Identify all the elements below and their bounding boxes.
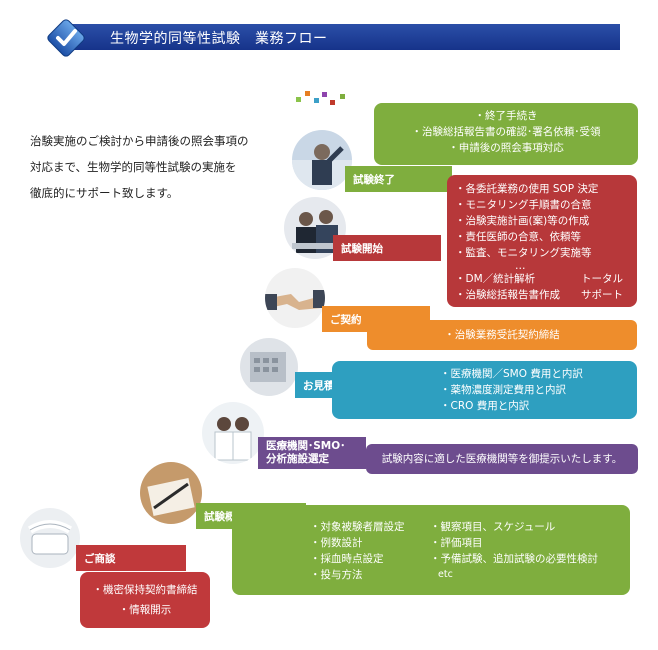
box-negotiation-details: ・機密保持契約書締結 ・情報開示 <box>80 572 210 628</box>
detail-item: ・観察項目、スケジュール <box>430 521 556 533</box>
detail-item: ・監査、モニタリング実施等 <box>455 247 592 259</box>
intro-line: 対応まで、生物学的同等性試験の実施を <box>30 160 237 174</box>
detail-item: ・モニタリング手順書の合意 <box>455 199 592 211</box>
etc-label: etc <box>438 569 453 580</box>
stage-label: 試験終了 <box>353 173 395 186</box>
stage-label: ご契約 <box>330 313 362 326</box>
detail-item: ・DM／統計解析 <box>455 273 536 285</box>
box-trial-start-details: ・各委託業務の使用 SOP 決定 ・モニタリング手順書の合意 ・治験実施計画(案… <box>447 175 637 307</box>
detail-item: ・情報開示 <box>118 604 172 616</box>
detail-item: 試験内容に適した医療機関等を御提示いたします。 <box>381 453 623 465</box>
stage-negotiation: ご商談 <box>76 545 186 571</box>
telephone-photo <box>20 508 80 568</box>
detail-item: ・例数設計 <box>310 537 363 549</box>
detail-item: ・評価項目 <box>430 537 483 549</box>
intro-text: 治験実施のご検討から申請後の照会事項の 対応まで、生物学的同等性試験の実施を 徹… <box>30 128 280 206</box>
detail-item: ・対象被験者層設定 <box>310 521 405 533</box>
handshake-photo <box>265 268 325 328</box>
detail-item: ・機密保持契約書締結 <box>92 584 198 596</box>
nurses-photo <box>202 402 264 464</box>
stage-label: 分析施設選定 <box>266 453 329 465</box>
detail-item: ・各委託業務の使用 SOP 決定 <box>455 183 599 195</box>
ellipsis: … <box>515 260 526 272</box>
box-site-selection-details: 試験内容に適した医療機関等を御提示いたします。 <box>366 444 638 474</box>
box-trial-end-details: ・終了手続き ・治験総括報告書の確認･署名依頼･受領 ・申請後の照会事項対応 <box>374 103 638 165</box>
detail-item: ・医療機関／SMO 費用と内訳 <box>440 368 583 380</box>
calculator-photo <box>240 338 298 396</box>
stage-site-selection: 医療機関･SMO･ 分析施設選定 <box>258 437 366 469</box>
stage-label: 試験開始 <box>341 242 383 255</box>
box-protocol-summary-details: ・対象被験者層設定 ・例数設計 ・採血時点設定 ・投与方法 ・観察項目、スケジュ… <box>232 505 630 595</box>
stage-trial-end: 試験終了 <box>345 166 452 192</box>
stage-label: 医療機関･SMO･ <box>266 440 346 452</box>
total-support-label: トータル <box>581 273 623 285</box>
detail-item: ・投与方法 <box>310 569 363 581</box>
intro-line: 徹底的にサポート致します。 <box>30 186 179 200</box>
detail-item: ・終了手続き <box>474 110 538 122</box>
header-bar <box>64 24 620 50</box>
intro-line: 治験実施のご検討から申請後の照会事項の <box>30 134 249 148</box>
detail-item: ・治験総括報告書の確認･署名依頼･受領 <box>411 126 601 138</box>
detail-item: ・責任医師の合意、依頼等 <box>455 231 581 243</box>
detail-item: ・採血時点設定 <box>310 553 384 565</box>
page-title: 生物学的同等性試験 業務フロー <box>110 31 328 47</box>
detail-item: ・薬物濃度測定費用と内訳 <box>440 384 566 396</box>
stage-label: ご商談 <box>84 552 116 565</box>
checkmark-icon <box>47 19 85 57</box>
detail-item: ・申請後の照会事項対応 <box>448 142 564 154</box>
box-quotation-details: ・医療機関／SMO 費用と内訳 ・薬物濃度測定費用と内訳 ・CRO 費用と内訳 <box>332 361 637 419</box>
detail-item: ・治験総括報告書作成 <box>455 289 560 301</box>
stage-trial-start: 試験開始 <box>333 235 441 261</box>
detail-item: ・治験業務受託契約締結 <box>444 329 560 341</box>
page-header: 生物学的同等性試験 業務フロー <box>40 18 620 58</box>
detail-item: ・CRO 費用と内訳 <box>440 400 530 412</box>
business-photo <box>292 130 352 190</box>
detail-item: ・治験実施計画(案)等の作成 <box>455 215 590 227</box>
detail-item: ・予備試験、追加試験の必要性検討 <box>430 553 598 565</box>
total-support-label: サポート <box>581 289 623 301</box>
box-contract-details: ・治験業務受託契約締結 <box>367 320 637 350</box>
document-pen-photo <box>140 462 202 524</box>
